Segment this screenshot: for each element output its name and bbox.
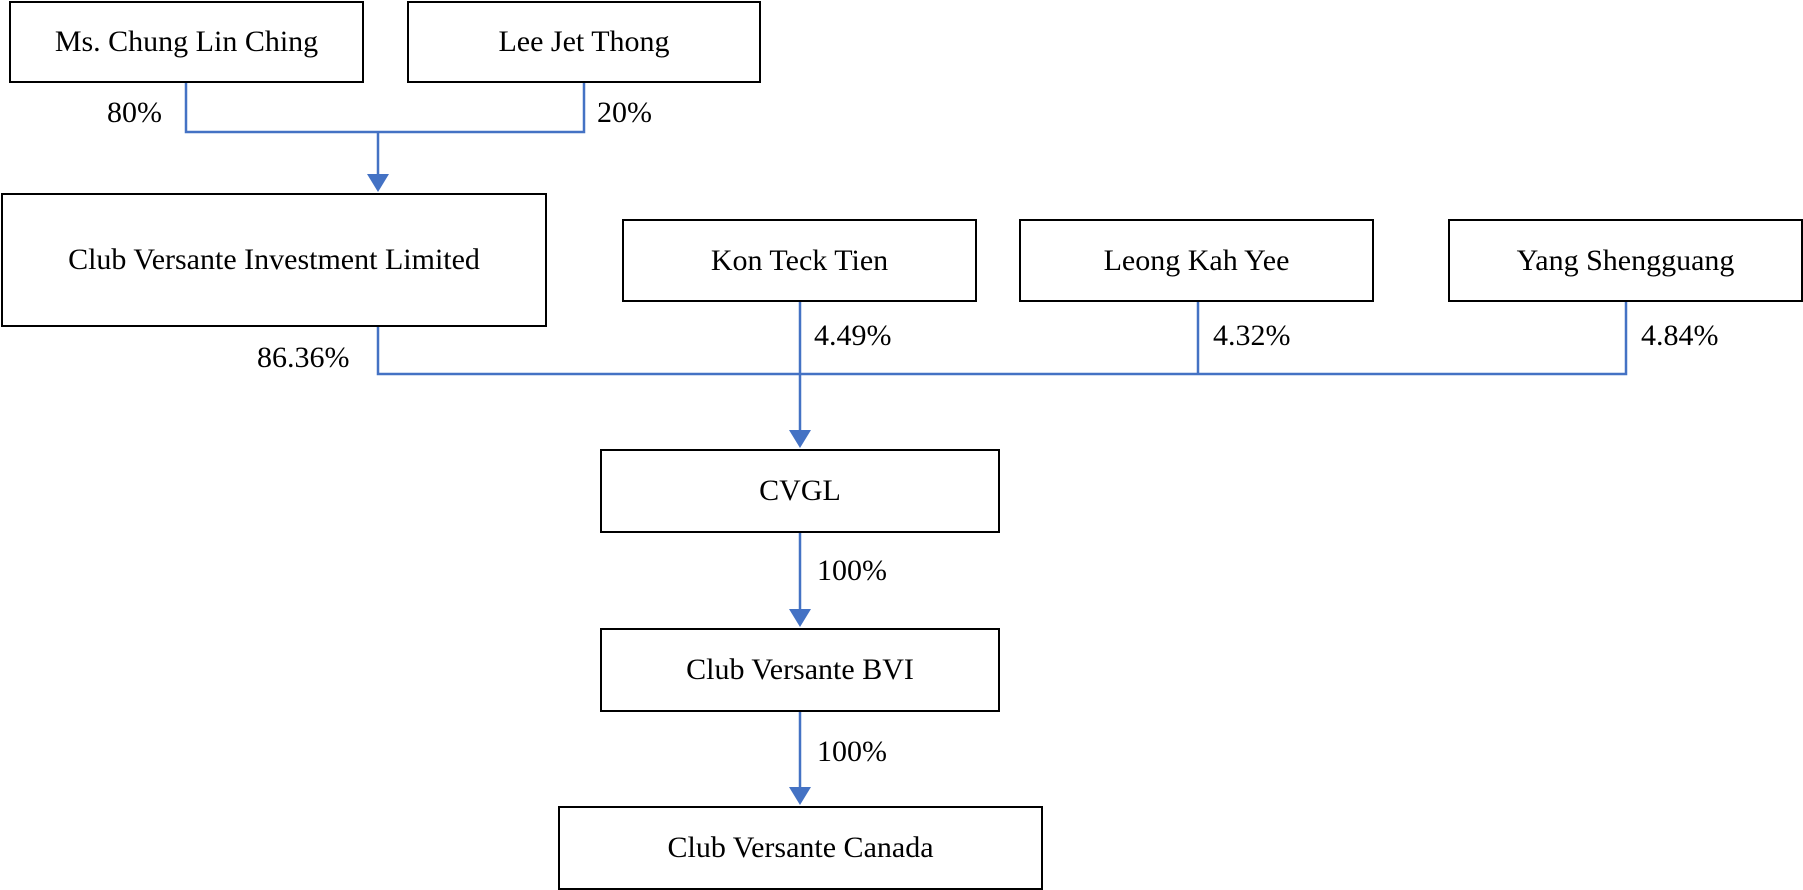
entity-box-kon-teck-tien: Kon Teck Tien	[622, 219, 977, 302]
ownership-label-lee: 20%	[597, 96, 652, 129]
arrowhead-cvil	[367, 174, 389, 192]
entity-box-yang-shengguang: Yang Shengguang	[1448, 219, 1803, 302]
ownership-label-yang: 4.84%	[1641, 319, 1719, 352]
ownership-label-leong: 4.32%	[1213, 319, 1291, 352]
entity-box-club-versante-investment-limited: Club Versante Investment Limited	[1, 193, 547, 327]
arrowhead-bvi	[789, 609, 811, 627]
connector-cvil-branch	[376, 302, 1628, 376]
entity-box-lee-jet-thong: Lee Jet Thong	[407, 1, 761, 83]
connector-chung-lee-merge	[184, 82, 586, 134]
entity-box-cvgl: CVGL	[600, 449, 1000, 533]
entity-box-club-versante-bvi: Club Versante BVI	[600, 628, 1000, 712]
ownership-label-cvgl-bvi: 100%	[817, 554, 887, 587]
entity-box-leong-kah-yee: Leong Kah Yee	[1019, 219, 1374, 302]
ownership-label-cvil: 86.36%	[257, 341, 350, 374]
arrowhead-canada	[789, 787, 811, 805]
ownership-label-kon: 4.49%	[814, 319, 892, 352]
ownership-label-bvi-canada: 100%	[817, 735, 887, 768]
entity-box-club-versante-canada: Club Versante Canada	[558, 806, 1043, 890]
entity-box-chung-lin-ching: Ms. Chung Lin Ching	[9, 1, 364, 83]
ownership-label-chung: 80%	[107, 96, 162, 129]
arrowhead-cvgl	[789, 430, 811, 448]
